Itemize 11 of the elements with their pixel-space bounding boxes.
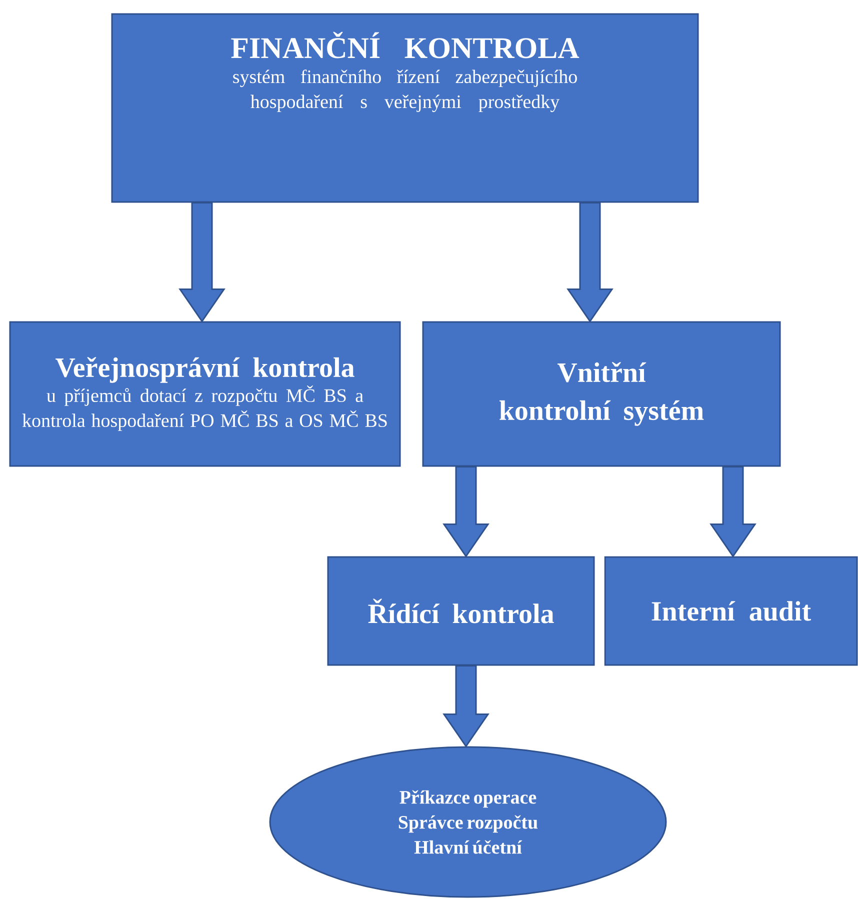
process-box: Interní audit — [604, 556, 858, 666]
process-box: Vnitřní kontrolní systém — [422, 321, 781, 467]
block-arrow — [178, 202, 226, 323]
block-arrow — [442, 665, 490, 748]
process-box: Řídící kontrola — [327, 556, 595, 666]
process-box: Veřejnosprávní kontrola u příjemců dotací z rozpočtu MČ BS a kontrola hospodaření PO MČ BS a OS MČ BS — [9, 321, 401, 467]
block-arrow — [710, 466, 756, 558]
ellipse-node: Příkazce operace Správce rozpočtu Hlavní účetní — [269, 746, 667, 898]
block-arrow — [442, 466, 490, 558]
block-arrow — [566, 202, 614, 323]
process-box: FINANČNÍ KONTROLA systém finančního řízení zabezpečujícího hospodaření s veřejnými prostředky — [111, 13, 699, 203]
